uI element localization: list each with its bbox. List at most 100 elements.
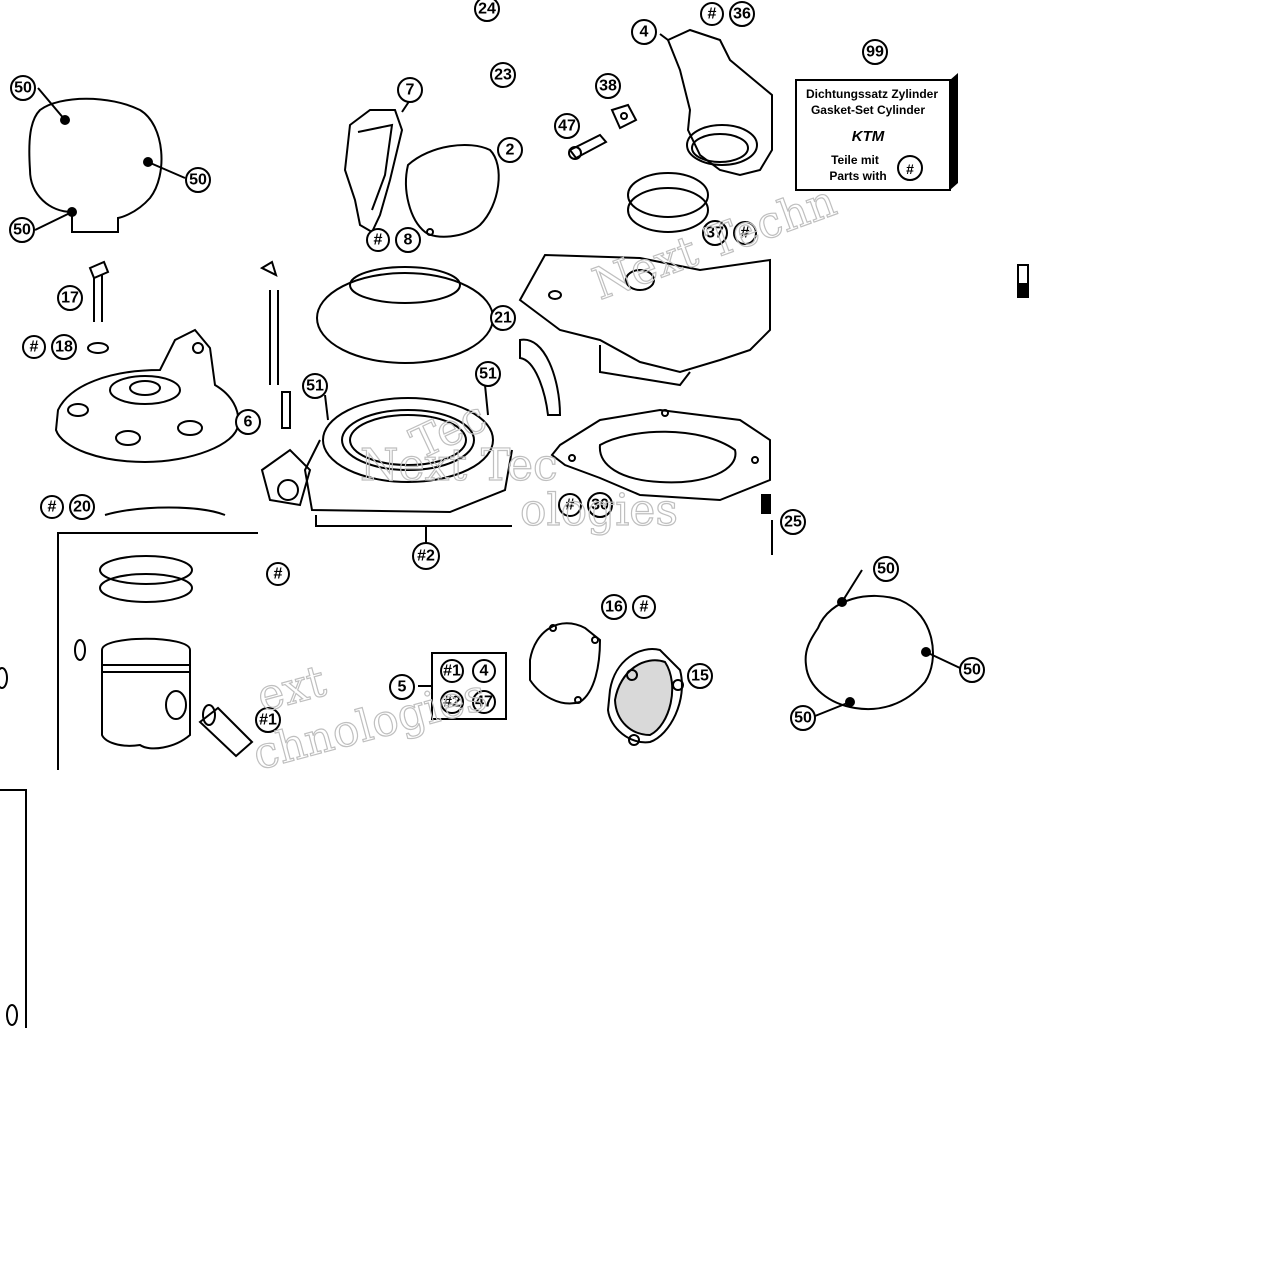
callout-47: 47 [554, 113, 580, 139]
svg-text:30: 30 [591, 497, 609, 514]
callout-24: 24 [474, 0, 500, 22]
svg-text:4: 4 [480, 663, 489, 680]
svg-text:47: 47 [475, 694, 493, 711]
svg-text:#1: #1 [259, 712, 277, 729]
svg-text:#2: #2 [443, 694, 461, 711]
gasket-right [804, 569, 961, 717]
svg-text:#: # [708, 6, 717, 23]
group-bracket [315, 515, 512, 527]
callout-18: # 18 [22, 334, 77, 360]
callout-23: 23 [490, 62, 516, 88]
svg-text:24: 24 [478, 1, 496, 18]
svg-text:36: 36 [733, 6, 751, 23]
intake-manifold [568, 28, 773, 233]
svg-text:#: # [566, 497, 575, 514]
svg-text:99: 99 [866, 44, 884, 61]
callout-51-b: 51 [475, 361, 501, 387]
callout-50-e: 50 [959, 657, 985, 683]
svg-text:18: 18 [55, 339, 73, 356]
callout-99: 99 [862, 39, 888, 65]
svg-text:50: 50 [963, 662, 981, 679]
svg-text:6: 6 [244, 414, 253, 431]
callout-20: # 20 [40, 494, 95, 520]
svg-text:#: # [741, 225, 750, 242]
callout-50-c: 50 [9, 217, 35, 243]
kit-box: Dichtungssatz Zylinder Gasket-Set Cylind… [795, 73, 958, 191]
svg-text:38: 38 [599, 78, 617, 95]
svg-text:21: 21 [494, 310, 512, 327]
svg-text:16: 16 [605, 599, 623, 616]
callout-25: 25 [780, 509, 806, 535]
bottom-left-fragment [0, 667, 27, 1028]
callout-5: 5 [389, 674, 415, 700]
callout-50-a: 50 [10, 75, 36, 101]
kit-line-3: Teile mit [831, 153, 879, 167]
svg-text:50: 50 [794, 710, 812, 727]
callout-50-b: 50 [185, 167, 211, 193]
exhaust-cover [529, 622, 684, 746]
callout-16: 16 # [601, 594, 656, 620]
callout-7: 7 [397, 77, 423, 103]
svg-text:50: 50 [14, 80, 32, 97]
callout-17: 17 [57, 285, 83, 311]
svg-text:#: # [906, 161, 914, 177]
svg-text:23: 23 [494, 67, 512, 84]
svg-text:50: 50 [189, 172, 207, 189]
callout-21: 21 [490, 305, 516, 331]
piston [74, 555, 254, 758]
svg-text:ologies: ologies [520, 485, 678, 536]
callout-36: # 36 [700, 1, 755, 27]
svg-text:#2: #2 [417, 548, 435, 565]
callout-hash-2: #2 [412, 542, 440, 570]
svg-text:20: 20 [73, 499, 91, 516]
svg-text:7: 7 [406, 82, 415, 99]
callout-38: 38 [595, 73, 621, 99]
svg-text:8: 8 [404, 232, 413, 249]
kit-line-1: Dichtungssatz Zylinder [806, 87, 938, 101]
svg-text:37: 37 [706, 225, 724, 242]
svg-text:50: 50 [877, 561, 895, 578]
head-gasket-edge [104, 506, 226, 516]
kit-line-4: Parts with [829, 169, 886, 183]
svg-text:#: # [30, 339, 39, 356]
svg-text:#: # [374, 232, 383, 249]
svg-text:51: 51 [479, 366, 497, 383]
svg-text:#1: #1 [443, 663, 461, 680]
valve-cover [343, 99, 500, 238]
crankcase [518, 253, 773, 555]
callout-1: #1 [255, 707, 281, 733]
svg-text:#: # [48, 499, 57, 516]
svg-text:#: # [640, 599, 649, 616]
svg-text:#: # [274, 566, 283, 583]
svg-text:Next Tec: Next Tec [360, 440, 558, 491]
svg-text:51: 51 [306, 378, 324, 395]
bolt-17 [87, 260, 110, 354]
piston-frame [57, 532, 258, 770]
svg-text:17: 17 [61, 290, 79, 307]
kit-brand-logo: KTM [852, 128, 885, 145]
kit-line-2: Gasket-Set Cylinder [811, 103, 925, 117]
callout-2-edge: 2 [497, 137, 523, 163]
callout-50-f: 50 [790, 705, 816, 731]
callout-51-a: 51 [302, 373, 328, 399]
callout-30: # 30 [558, 492, 613, 518]
callout-37: 37 # [702, 220, 757, 246]
callout-6: 6 [235, 409, 261, 435]
callout-50-d: 50 [873, 556, 899, 582]
cylinder-head [54, 328, 240, 464]
svg-text:47: 47 [558, 118, 576, 135]
callout-15: 15 [687, 663, 713, 689]
gasket-top-left [28, 87, 186, 233]
svg-text:50: 50 [13, 222, 31, 239]
watermark: ext chnologies Next Tec ologies Next Tec… [247, 175, 843, 781]
set-box: #1 4 #2 47 [418, 652, 507, 720]
svg-text:25: 25 [784, 514, 802, 531]
svg-text:2: 2 [506, 142, 515, 159]
svg-text:Next Techn: Next Techn [586, 175, 842, 310]
svg-text:15: 15 [691, 668, 709, 685]
svg-text:5: 5 [398, 679, 407, 696]
callout-hash-row3: # [266, 562, 290, 586]
svg-text:4: 4 [640, 24, 649, 41]
callout-4: 4 [631, 19, 657, 45]
